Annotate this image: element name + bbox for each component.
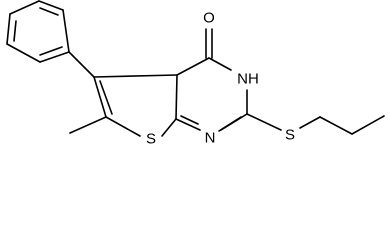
bond [68, 51, 95, 78]
pyrimidine-ring [175, 57, 248, 132]
bond [9, 0, 40, 15]
bond [39, 7, 59, 16]
bond [180, 115, 199, 125]
thiophene-ring [93, 74, 178, 137]
bond [351, 115, 385, 135]
oxygen-label: O [203, 10, 215, 27]
nh-label: NH [237, 71, 259, 88]
phenyl-ring [6, 0, 70, 63]
bond [6, 43, 41, 63]
bond [105, 116, 141, 137]
bond [218, 116, 242, 132]
ring-sulfur-label: S [146, 131, 156, 148]
bond [6, 13, 11, 45]
bond [93, 74, 178, 78]
structure-canvas: O NH N S S [6, 0, 385, 148]
bond [13, 20, 17, 42]
molecule-structure: O NH N S S [6, 0, 385, 148]
bond [38, 0, 64, 11]
nitrogen-label: N [205, 130, 216, 147]
bond [69, 116, 107, 134]
bond [176, 57, 210, 76]
bond [99, 80, 113, 115]
bond [208, 57, 232, 71]
bond [39, 51, 70, 63]
bond [62, 9, 70, 53]
bond [319, 116, 353, 135]
bond [161, 118, 177, 137]
bond [175, 74, 178, 120]
bond [299, 116, 321, 129]
chain-sulfur-label: S [285, 127, 295, 144]
bond [93, 76, 107, 118]
bond [39, 46, 63, 56]
bond [175, 118, 201, 131]
bond [246, 113, 282, 131]
